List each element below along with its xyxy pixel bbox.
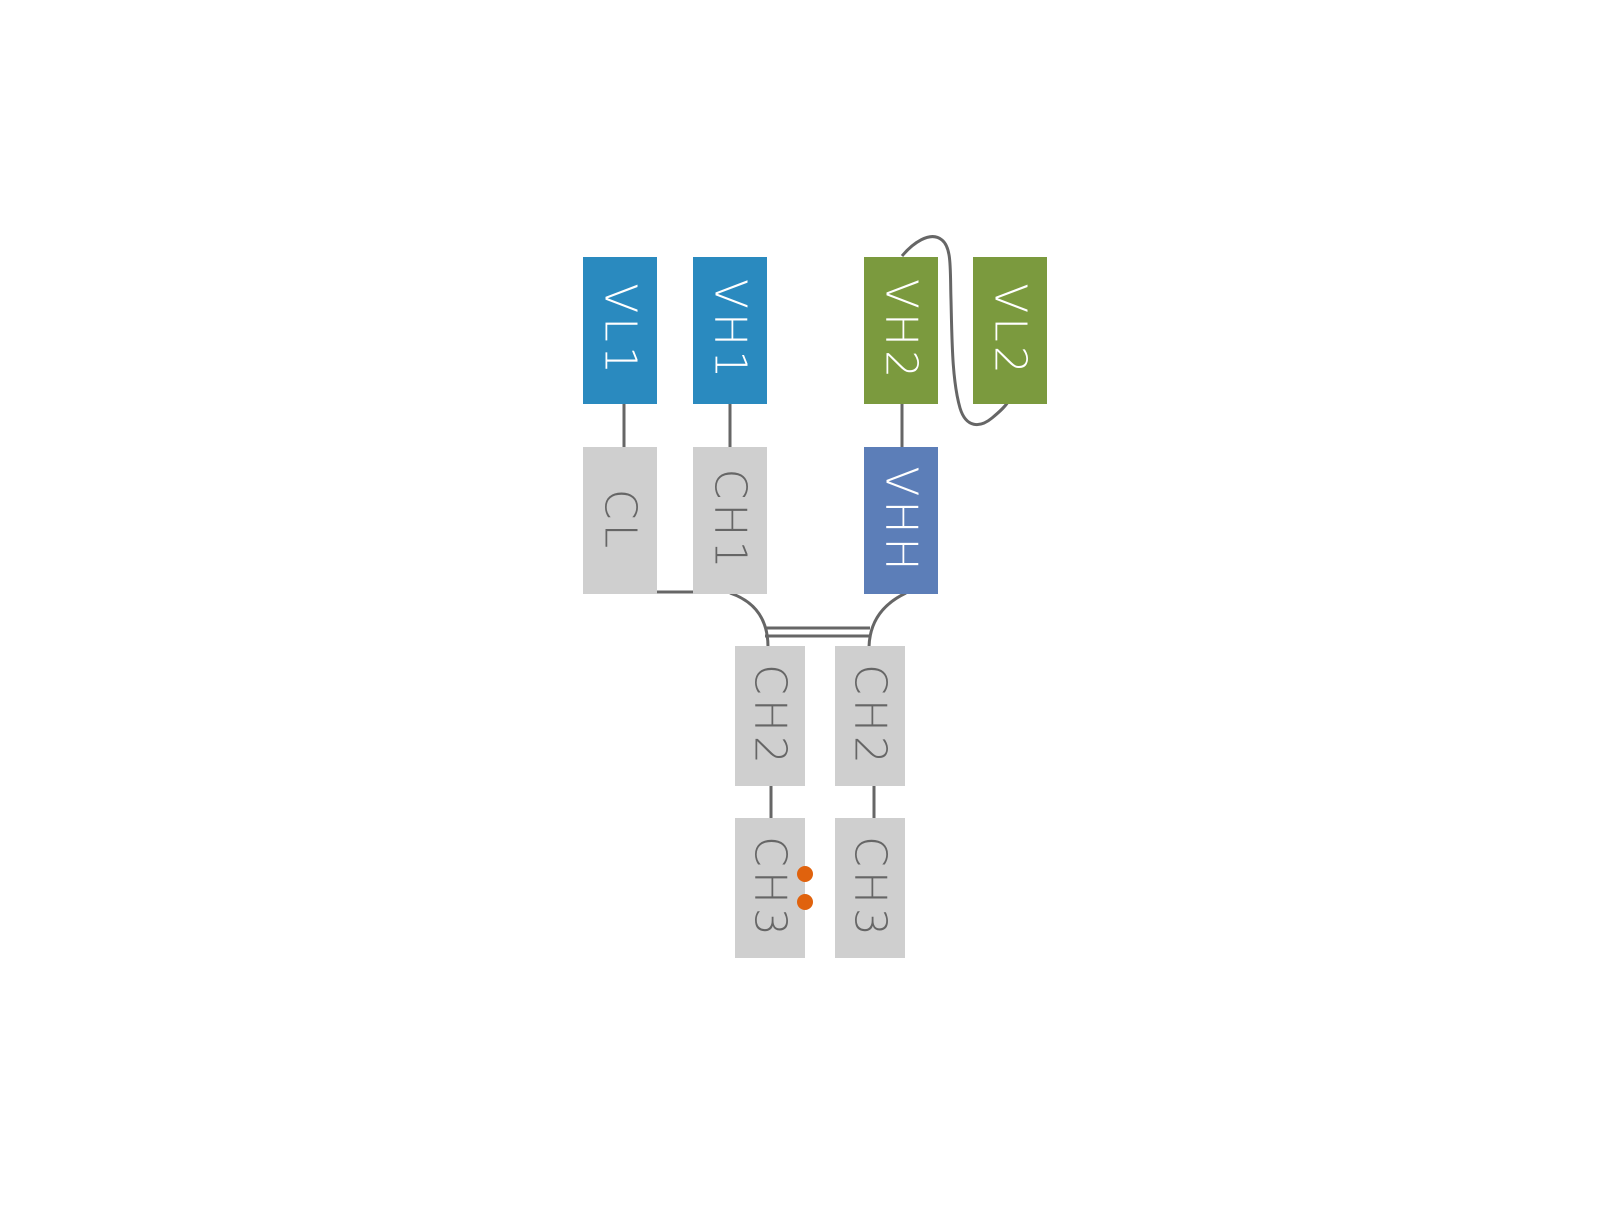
domain-vh1-box (693, 257, 767, 404)
domain-vh2-label: VH2 (876, 279, 927, 382)
domain-vhh-label: VHH (876, 466, 927, 574)
domain-vhh-box (864, 447, 938, 594)
domain-ch2-left-label: CH2 (745, 664, 796, 768)
linker-vh2-vl2 (900, 235, 1010, 427)
domain-vh2-box (864, 257, 938, 404)
domain-cl-label: CL (595, 489, 646, 552)
domain-vl1-box (583, 257, 657, 404)
knob-dot-upper (797, 866, 813, 882)
domain-cl: CL (583, 447, 657, 594)
domain-ch2-right: CH2 (835, 646, 905, 786)
domain-ch1-label: CH1 (705, 469, 756, 573)
domain-vh1-label: VH1 (705, 279, 756, 382)
domain-ch3-right-box (835, 818, 905, 958)
domain-ch1-box (693, 447, 767, 594)
domain-ch2-left-box (735, 646, 805, 786)
domain-vh1: VH1 (693, 257, 767, 404)
domain-ch3-left-box (735, 818, 805, 958)
domain-vl2-label: VL2 (985, 283, 1036, 378)
domain-ch2-right-label: CH2 (845, 664, 896, 768)
domain-vl2-box (973, 257, 1047, 404)
domain-ch3-right-label: CH3 (845, 836, 896, 940)
domain-ch3-left-label: CH3 (745, 836, 796, 940)
domain-ch3-right: CH3 (835, 818, 905, 958)
domain-vl1: VL1 (583, 257, 657, 404)
domain-vhh: VHH (864, 447, 938, 594)
domain-ch1: CH1 (693, 447, 767, 594)
domain-vl2: VL2 (973, 257, 1047, 404)
domain-vl1-label: VL1 (595, 283, 646, 378)
connectors (622, 235, 1010, 818)
domain-ch3-left: CH3 (735, 818, 805, 958)
hinge-left (729, 591, 770, 648)
domain-cl-box (583, 447, 657, 594)
hinge-right (867, 591, 907, 648)
domain-vh2: VH2 (864, 257, 938, 404)
domain-ch2-right-box (835, 646, 905, 786)
domain-ch2-left: CH2 (735, 646, 805, 786)
knob-dot-lower (797, 894, 813, 910)
